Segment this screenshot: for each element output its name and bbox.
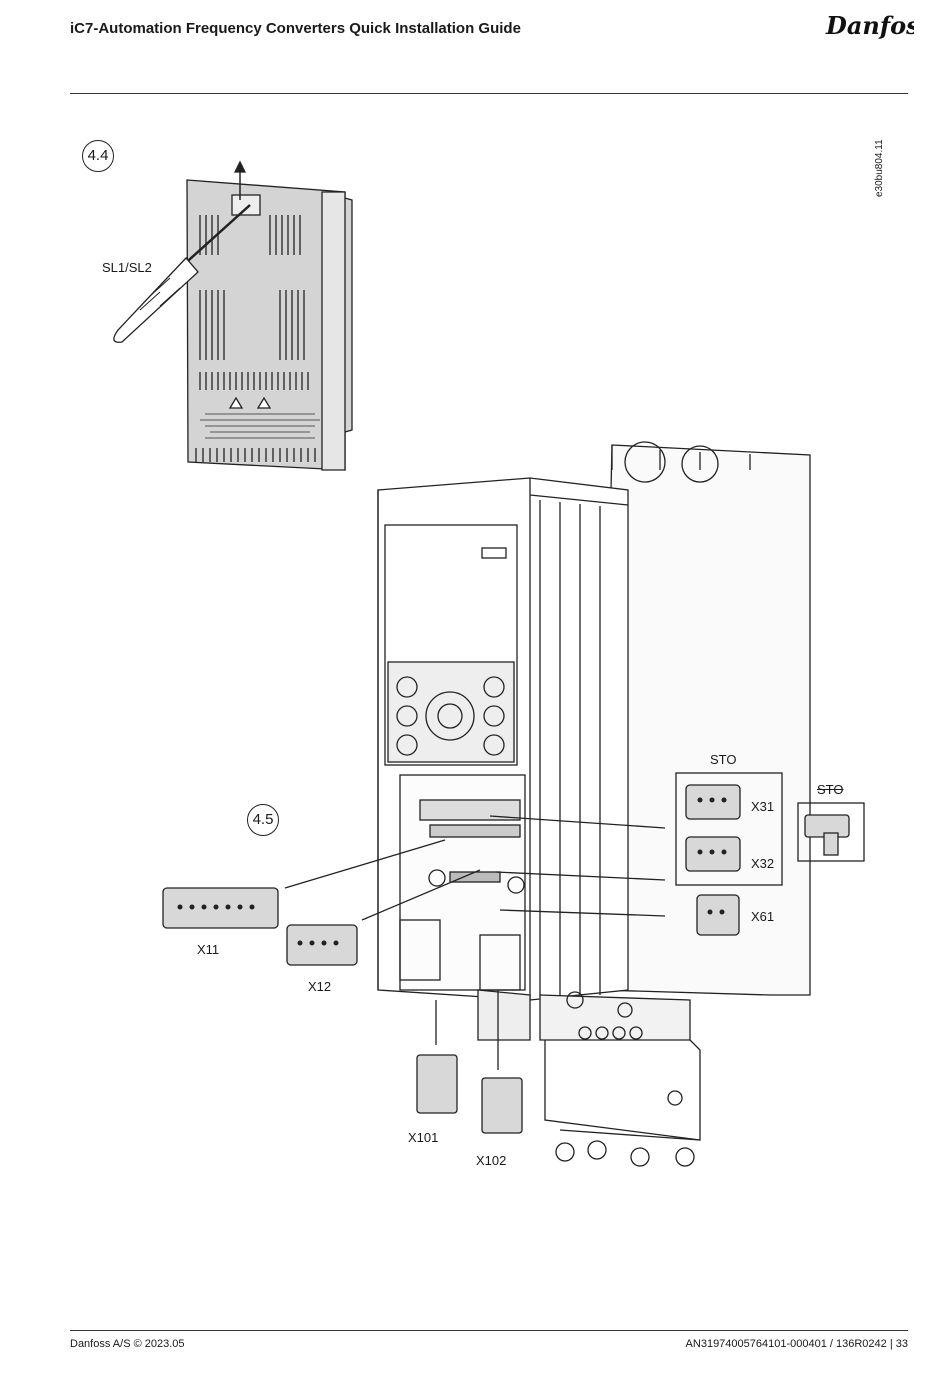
connector-label-x11: X11 bbox=[197, 942, 219, 957]
footer-doc-number: AN31974005764101-000401 / 136R0242 | 33 bbox=[686, 1338, 908, 1350]
connector-label-x102: X102 bbox=[476, 1153, 506, 1168]
connector-label-x12: X12 bbox=[308, 979, 331, 994]
sto-label: STO bbox=[710, 752, 737, 767]
connector-label-x61: X61 bbox=[751, 909, 774, 924]
connector-label-x101: X101 bbox=[408, 1130, 438, 1145]
connector-label-x32: X32 bbox=[751, 856, 774, 871]
footer-copyright: Danfoss A/S © 2023.05 bbox=[70, 1338, 185, 1350]
tool-label: SL1/SL2 bbox=[102, 260, 152, 275]
step-marker-4-5: 4.5 bbox=[247, 804, 279, 836]
step-marker-4-4: 4.4 bbox=[82, 140, 114, 172]
figure-code: e30bu804.11 bbox=[874, 139, 885, 197]
cover-plate bbox=[114, 162, 352, 470]
connector-label-x31: X31 bbox=[751, 799, 774, 814]
sto-removed-label: STO bbox=[817, 782, 844, 797]
footer-rule bbox=[70, 1330, 908, 1331]
